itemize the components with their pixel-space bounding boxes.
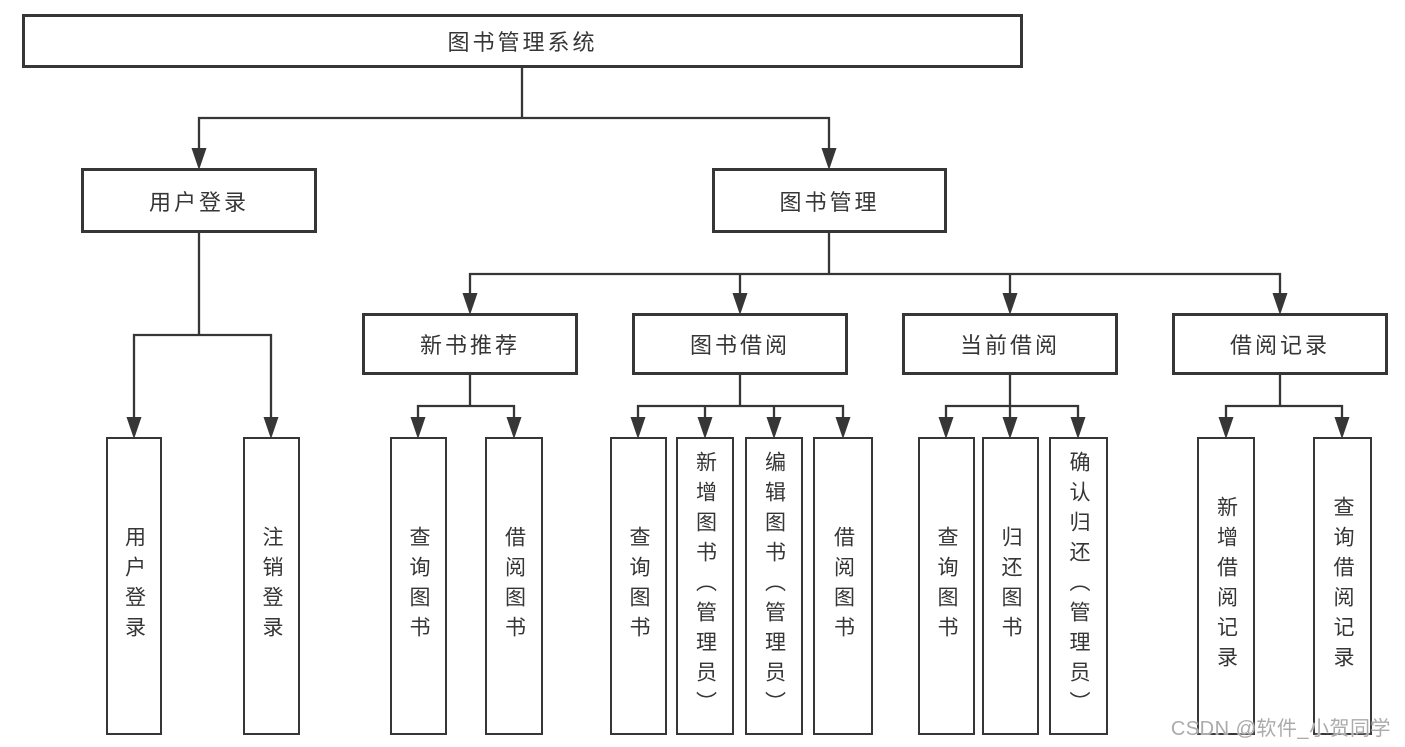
node-book-borrow: 图书借阅 — [632, 313, 848, 375]
leaf-return-books: 归还图书 — [982, 437, 1039, 735]
connector-borrowrecords-to-leaves — [1218, 373, 1350, 439]
leaf-query-books-2: 查询图书 — [610, 437, 667, 735]
node-label: 编辑图书（管理员） — [762, 451, 786, 721]
node-root: 图书管理系统 — [22, 14, 1023, 68]
leaf-logout: 注销登录 — [243, 437, 300, 735]
node-label: 借阅图书 — [502, 526, 526, 646]
leaf-query-books-3: 查询图书 — [918, 437, 975, 735]
node-new-book-recommend: 新书推荐 — [362, 313, 578, 375]
node-label: 确认归还（管理员） — [1067, 451, 1090, 721]
node-label: 新增图书（管理员） — [693, 451, 717, 721]
node-current-borrow: 当前借阅 — [902, 313, 1118, 375]
connector-userlogin-to-leaves — [126, 231, 279, 439]
leaf-user-login: 用户登录 — [106, 437, 162, 735]
node-label: 借阅记录 — [1229, 333, 1330, 358]
node-label: 图书管理 — [779, 189, 880, 215]
connector-bookmgmt-to-level3 — [462, 231, 1288, 315]
node-book-management: 图书管理 — [712, 168, 947, 233]
node-label: 查询借阅记录 — [1331, 496, 1354, 676]
node-label: 查询图书 — [407, 526, 430, 646]
leaf-edit-books-admin: 编辑图书（管理员） — [745, 437, 803, 735]
node-label: 用户登录 — [148, 189, 249, 215]
node-user-login: 用户登录 — [81, 168, 317, 233]
connector-newbook-to-leaves — [410, 373, 522, 439]
connector-root-to-level2 — [191, 66, 837, 170]
node-label: 新增借阅记录 — [1214, 496, 1238, 676]
watermark: CSDN @软件_小贺同学 — [1170, 718, 1391, 740]
node-label: 图书管理系统 — [447, 30, 598, 55]
leaf-query-borrow-record: 查询借阅记录 — [1313, 437, 1372, 735]
node-label: 注销登录 — [260, 526, 283, 646]
node-label: 借阅图书 — [831, 526, 855, 646]
connector-currentborrow-to-leaves — [938, 373, 1086, 439]
node-label: 查询图书 — [627, 526, 650, 646]
node-label: 新书推荐 — [419, 333, 520, 358]
leaf-borrow-books-2: 借阅图书 — [813, 437, 873, 735]
node-label: 归还图书 — [999, 526, 1022, 646]
node-borrow-records: 借阅记录 — [1172, 313, 1388, 375]
leaf-add-books-admin: 新增图书（管理员） — [676, 437, 734, 735]
node-label: 当前借阅 — [959, 333, 1060, 358]
node-label: 查询图书 — [935, 526, 958, 646]
leaf-add-borrow-record: 新增借阅记录 — [1197, 437, 1255, 735]
leaf-query-books: 查询图书 — [390, 437, 447, 735]
leaf-borrow-books: 借阅图书 — [485, 437, 543, 735]
leaf-confirm-return-admin: 确认归还（管理员） — [1049, 437, 1108, 735]
node-label: 图书借阅 — [689, 333, 790, 358]
node-label: 用户登录 — [122, 526, 146, 646]
connector-bookborrow-to-leaves — [630, 373, 851, 439]
